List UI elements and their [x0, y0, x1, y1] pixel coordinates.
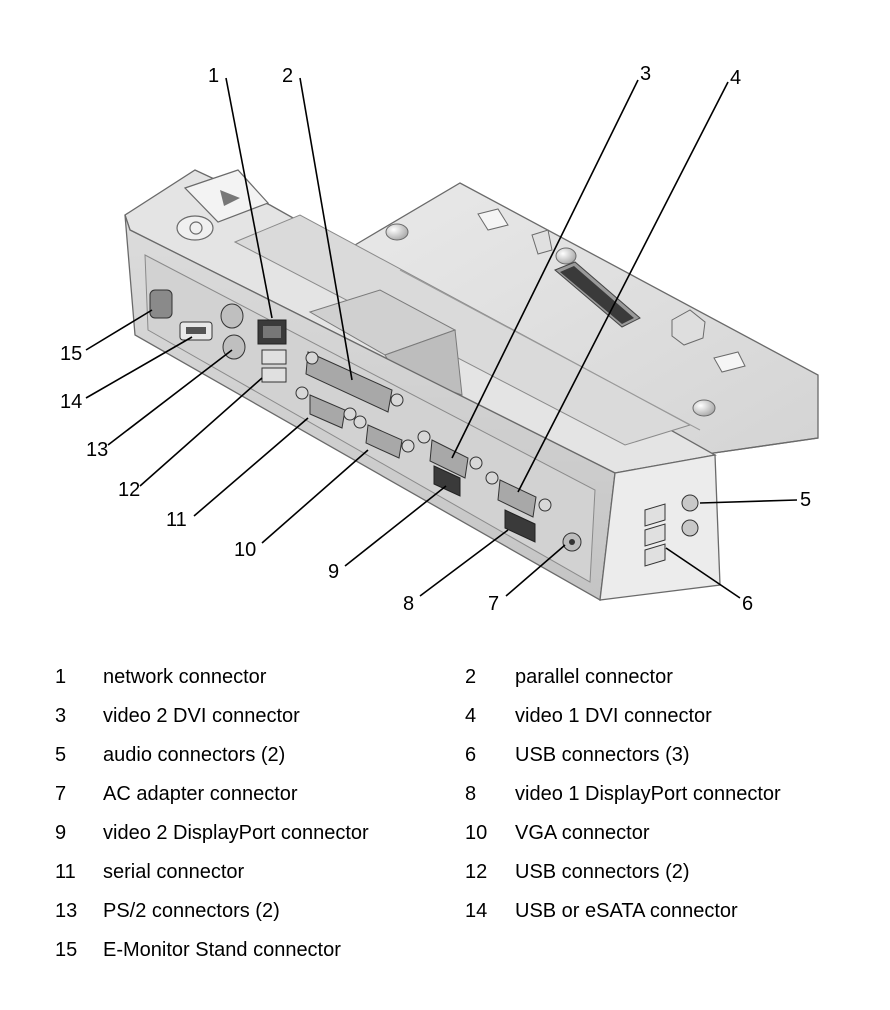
- legend-number: 5: [55, 744, 67, 766]
- legend-label: USB or eSATA connector: [515, 900, 738, 922]
- callout-14: 14: [60, 391, 82, 413]
- legend-label: E-Monitor Stand connector: [103, 939, 341, 961]
- leader-3: [451, 79, 639, 459]
- legend-number: 3: [55, 705, 67, 727]
- legend-label: AC adapter connector: [103, 783, 298, 805]
- displayport-2: [433, 465, 461, 497]
- leader-2: [299, 77, 353, 381]
- leader-10: [261, 449, 369, 544]
- legend-label: USB connectors (3): [515, 744, 690, 766]
- audio-port-2: [681, 519, 699, 537]
- legend-number: 15: [55, 939, 78, 961]
- callout-15: 15: [60, 343, 82, 365]
- legend-row: 11 serial connector 12 USB connectors (2…: [0, 857, 890, 887]
- callout-13: 13: [86, 439, 108, 461]
- callout-9: 9: [328, 561, 339, 583]
- leader-8: [419, 529, 509, 597]
- side-usb-ports: [644, 503, 666, 567]
- dock-body: [124, 169, 819, 602]
- legend-number: 12: [465, 861, 488, 883]
- dvi-port-2: [429, 439, 469, 479]
- legend-number: 1: [55, 666, 67, 688]
- legend-row: 1 network connector 2 parallel connector: [0, 662, 890, 692]
- dvi-port-1: [497, 479, 537, 518]
- legend-row: 3 video 2 DVI connector 4 video 1 DVI co…: [0, 701, 890, 731]
- legend-label: video 1 DisplayPort connector: [515, 783, 781, 805]
- callout-7: 7: [488, 593, 499, 615]
- parallel-port: [305, 351, 393, 413]
- ps2-port-1: [220, 303, 244, 329]
- legend-number: 8: [465, 783, 477, 805]
- e-monitor-stand-port: [149, 289, 173, 319]
- usb-port-2: [261, 367, 287, 383]
- legend-number: 7: [55, 783, 67, 805]
- vga-port: [365, 424, 403, 459]
- legend-label: USB connectors (2): [515, 861, 690, 883]
- legend-label: video 1 DVI connector: [515, 705, 712, 727]
- legend-label: video 2 DVI connector: [103, 705, 300, 727]
- displayport-1: [504, 509, 536, 543]
- legend-label: network connector: [103, 666, 267, 688]
- callout-numbers: 1 2 3 4 5 6 7 8 9 10 11 12 13 14 15: [60, 63, 811, 615]
- callout-3: 3: [640, 63, 651, 85]
- callout-11: 11: [166, 509, 187, 531]
- legend-number: 9: [55, 822, 67, 844]
- legend-label: serial connector: [103, 861, 245, 883]
- leader-7: [505, 544, 566, 597]
- leader-1: [225, 77, 273, 319]
- legend-row: 9 video 2 DisplayPort connector 10 VGA c…: [0, 818, 890, 848]
- legend-row: 13 PS/2 connectors (2) 14 USB or eSATA c…: [0, 896, 890, 926]
- leader-9: [344, 485, 447, 567]
- connectors: [149, 289, 699, 567]
- callout-5: 5: [800, 489, 811, 511]
- leader-4: [517, 81, 729, 493]
- leader-11: [193, 417, 309, 517]
- legend-label: audio connectors (2): [103, 744, 286, 766]
- legend-label: video 2 DisplayPort connector: [103, 822, 369, 844]
- serial-port: [309, 394, 346, 429]
- audio-port-1: [681, 494, 699, 512]
- callout-2: 2: [282, 65, 293, 87]
- callout-6: 6: [742, 593, 753, 615]
- leader-15: [85, 309, 153, 351]
- docking-station-diagram: 1 2 3 4 5 6 7 8 9 10 11 12 13 14 15: [60, 63, 819, 615]
- callout-4: 4: [730, 67, 741, 89]
- legend-row: 15 E-Monitor Stand connector: [0, 935, 890, 965]
- leader-14: [85, 336, 193, 399]
- legend-number: 10: [465, 822, 488, 844]
- usb-port-1: [261, 349, 287, 365]
- callout-1: 1: [208, 65, 219, 87]
- legend-number: 11: [55, 861, 76, 883]
- callout-10: 10: [234, 539, 256, 561]
- leader-5: [699, 499, 798, 504]
- legend-number: 13: [55, 900, 78, 922]
- legend-number: 4: [465, 705, 477, 727]
- legend-number: 6: [465, 744, 477, 766]
- legend-label: PS/2 connectors (2): [103, 900, 280, 922]
- legend-label: VGA connector: [515, 822, 650, 844]
- callout-8: 8: [403, 593, 414, 615]
- callout-12: 12: [118, 479, 140, 501]
- legend-row: 5 audio connectors (2) 6 USB connectors …: [0, 740, 890, 770]
- leader-13: [107, 349, 233, 446]
- legend-number: 2: [465, 666, 477, 688]
- ps2-port-2: [222, 334, 246, 360]
- legend-row: 7 AC adapter connector 8 video 1 Display…: [0, 779, 890, 809]
- legend-number: 14: [465, 900, 488, 922]
- leader-6: [665, 547, 741, 599]
- leader-12: [139, 377, 263, 487]
- leader-lines: [85, 77, 798, 599]
- power-button: [176, 215, 214, 241]
- legend-label: parallel connector: [515, 666, 673, 688]
